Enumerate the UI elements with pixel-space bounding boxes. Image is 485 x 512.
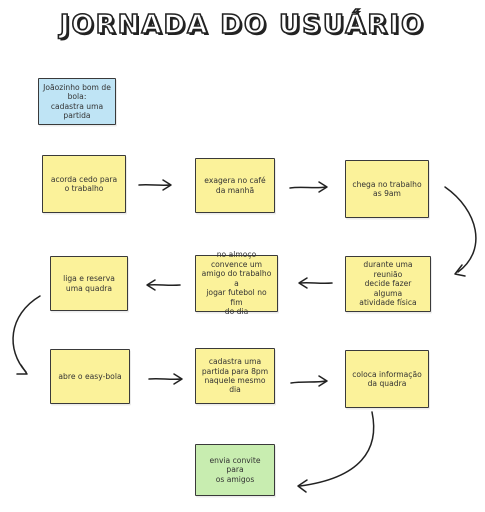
step-note-4: durante uma reunião decide fazer alguma …: [345, 256, 431, 312]
persona-note-text: Joãozinho bom de bola: cadastra uma part…: [43, 82, 111, 120]
step-note-10: envia convite para os amigos: [195, 444, 275, 496]
step-note-text: cadastra uma partida para 8pm naquele me…: [201, 357, 269, 395]
step-note-text: acorda cedo para o trabalho: [50, 174, 118, 193]
arrow-curve-left: [12, 295, 41, 375]
step-note-8: cadastra uma partida para 8pm naquele me…: [195, 348, 275, 404]
step-note-text: envia convite para os amigos: [209, 455, 261, 484]
step-note-2: exagera no café da manhã: [195, 158, 275, 213]
step-note-7: abre o easy-bola: [50, 349, 130, 404]
step-note-text: chega no trabalho as 9am: [352, 179, 422, 198]
step-note-6: liga e reserva uma quadra: [50, 256, 128, 311]
arrow-curve-bottom: [297, 411, 375, 493]
step-note-3: chega no trabalho as 9am: [345, 160, 429, 218]
arrow-right-4: [290, 375, 328, 387]
persona-note: Joãozinho bom de bola: cadastra uma part…: [38, 78, 116, 125]
arrow-left-1: [298, 277, 333, 289]
arrow-left-2: [146, 279, 181, 291]
step-note-text: no almoço convence um amigo do trabalho …: [201, 250, 272, 317]
step-note-1: acorda cedo para o trabalho: [42, 155, 126, 213]
step-note-text: durante uma reunião decide fazer alguma …: [359, 260, 417, 308]
step-note-text: exagera no café da manhã: [204, 176, 266, 195]
arrow-curve-right: [444, 186, 477, 277]
step-note-5: no almoço convence um amigo do trabalho …: [195, 250, 278, 316]
step-note-9: coloca informação da quadra: [345, 350, 429, 408]
step-note-text: abre o easy-bola: [58, 371, 122, 381]
arrow-right-1: [138, 179, 172, 191]
step-note-text: coloca informação da quadra: [352, 369, 422, 388]
step-note-text: liga e reserva uma quadra: [63, 274, 115, 293]
page-title: JORNADA DO USUÁRIO: [59, 9, 426, 41]
arrow-right-3: [148, 373, 183, 385]
arrow-right-2: [289, 181, 328, 193]
